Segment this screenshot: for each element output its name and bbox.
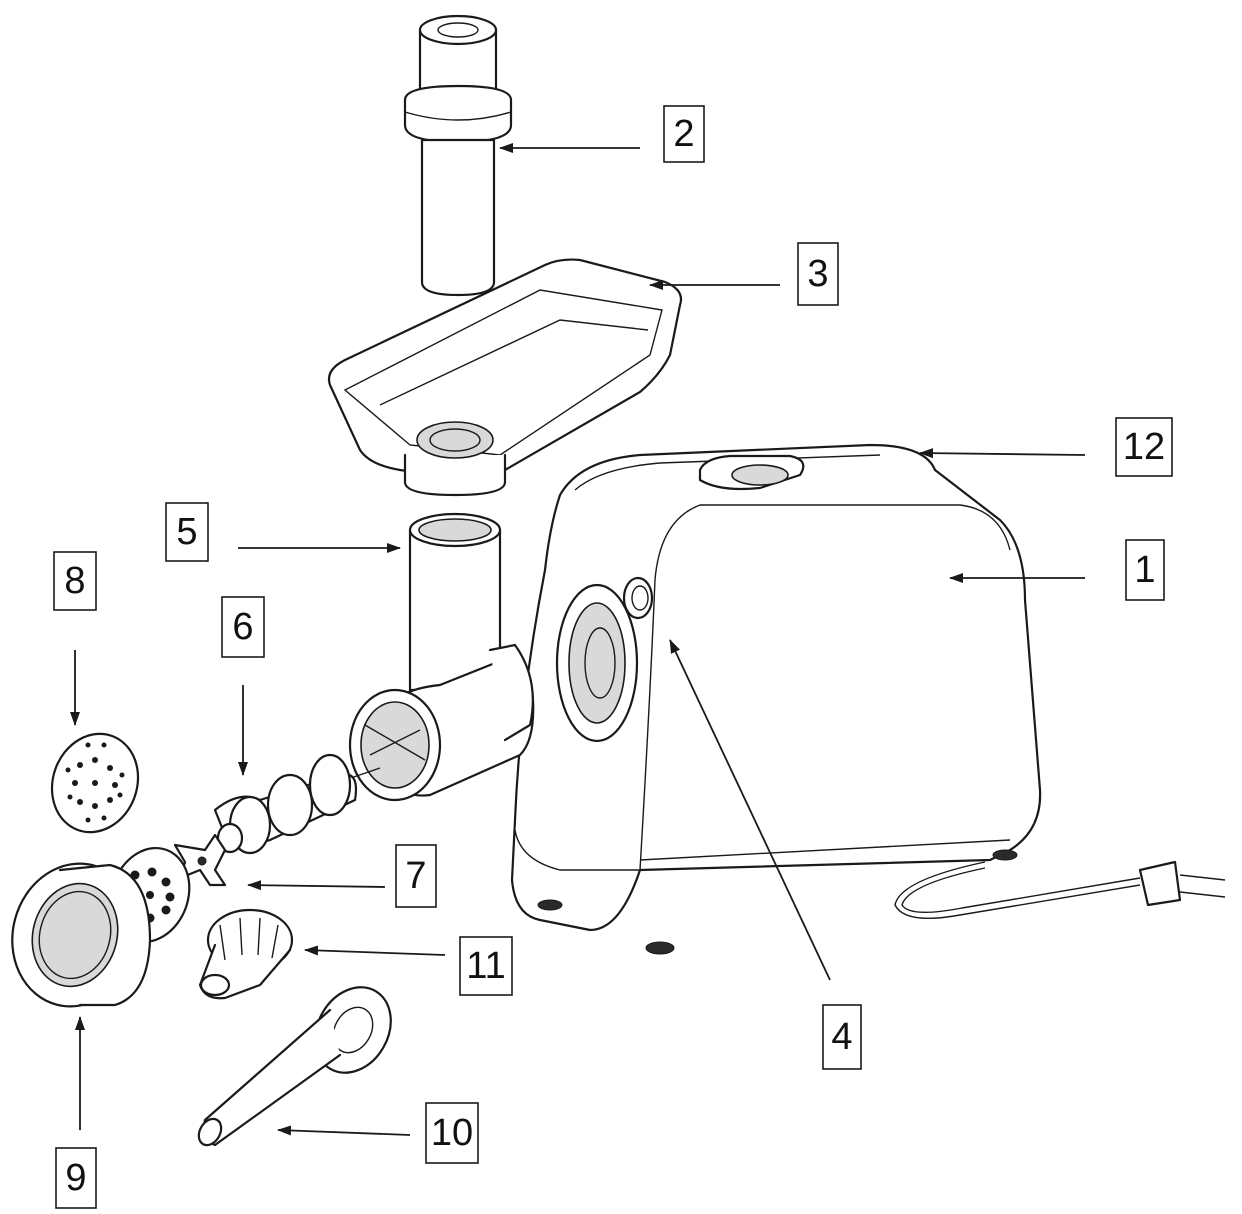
auger-part bbox=[213, 753, 381, 855]
label-6-text: 6 bbox=[232, 606, 253, 648]
arrow-11 bbox=[304, 945, 446, 956]
grinder-head-part bbox=[348, 512, 535, 802]
pusher-part bbox=[403, 14, 513, 297]
label-4: 4 bbox=[822, 1004, 862, 1070]
label-9-text: 9 bbox=[65, 1157, 86, 1199]
label-9: 9 bbox=[55, 1147, 97, 1209]
arrow-7 bbox=[247, 880, 386, 891]
arrow-4 bbox=[669, 639, 831, 981]
callout-arrows bbox=[70, 143, 1086, 1136]
label-5-text: 5 bbox=[176, 511, 197, 553]
label-1: 1 bbox=[1125, 539, 1165, 601]
arrow-10 bbox=[277, 1125, 411, 1136]
label-8-text: 8 bbox=[64, 560, 85, 602]
ring-nut-part bbox=[11, 862, 152, 1008]
kebbe-attachment-part bbox=[198, 908, 294, 1000]
label-10: 10 bbox=[425, 1102, 479, 1164]
label-11: 11 bbox=[459, 936, 513, 996]
label-6: 6 bbox=[221, 596, 265, 658]
label-11-text: 11 bbox=[466, 945, 505, 987]
label-3: 3 bbox=[797, 242, 839, 306]
label-12: 12 bbox=[1115, 417, 1173, 477]
fine-grinding-plate-part bbox=[50, 732, 140, 834]
label-12-text: 12 bbox=[1123, 426, 1165, 468]
motor-housing-part bbox=[510, 443, 1226, 955]
label-7: 7 bbox=[395, 844, 437, 908]
label-2: 2 bbox=[663, 105, 705, 163]
label-1-text: 1 bbox=[1134, 549, 1155, 591]
arrow-12 bbox=[919, 448, 1086, 459]
label-10-text: 10 bbox=[431, 1112, 473, 1154]
label-3-text: 3 bbox=[807, 253, 828, 295]
label-8: 8 bbox=[53, 551, 97, 611]
food-tray-part bbox=[327, 258, 683, 497]
label-4-text: 4 bbox=[831, 1016, 852, 1058]
label-2-text: 2 bbox=[673, 113, 694, 155]
label-5: 5 bbox=[165, 502, 209, 562]
sausage-nozzle-part bbox=[197, 986, 392, 1147]
label-7-text: 7 bbox=[405, 855, 426, 897]
